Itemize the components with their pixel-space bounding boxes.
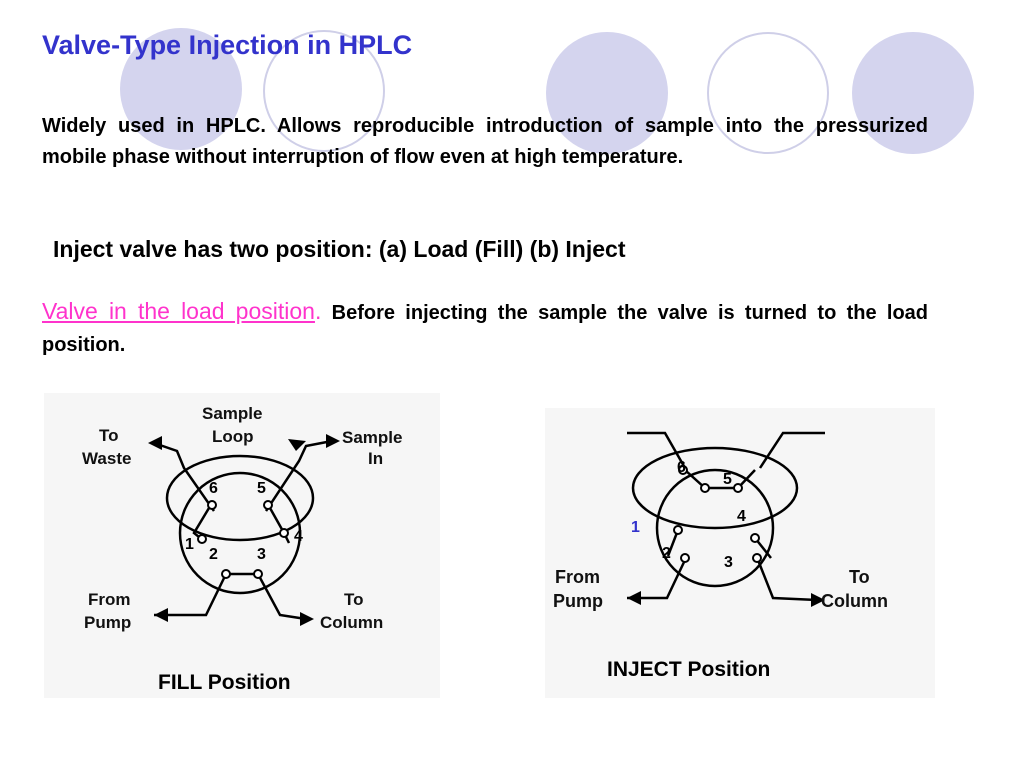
fill-position-diagram: To Waste Sample Loop Sample In From Pump… <box>44 393 440 698</box>
slide-title: Valve-Type Injection in HPLC <box>42 30 413 60</box>
inject-port-1: 1 <box>631 519 640 536</box>
inject-port-6: 6 <box>677 459 686 476</box>
fill-sample-in-line <box>264 439 333 512</box>
load-position-heading: Valve in the load position <box>42 298 315 324</box>
inject-port-2: 2 <box>662 545 671 562</box>
inject-top-right-line <box>758 431 825 469</box>
inject-caption: INJECT Position <box>607 658 770 681</box>
fill-from-pump-label-2: Pump <box>84 613 131 632</box>
load-position-text: Before injecting the sample the valve is… <box>42 302 928 356</box>
inject-top-left-line <box>627 431 687 469</box>
fill-caption: FILL Position <box>158 671 291 694</box>
fill-pump-line <box>154 573 228 617</box>
fill-to-column-label-1: To <box>344 590 364 609</box>
fill-port-6: 6 <box>209 480 218 497</box>
inject-sample-loop <box>631 446 799 530</box>
fill-sample-in-label-1: Sample <box>342 428 402 447</box>
fill-port-3: 3 <box>257 546 266 563</box>
fill-port-1: 1 <box>185 536 194 553</box>
inject-from-pump-label-1: From <box>555 567 600 587</box>
fill-diagram-svg: To Waste Sample Loop Sample In From Pump… <box>82 404 402 694</box>
decor-circle-3 <box>852 32 974 154</box>
fill-to-waste-label-1: To <box>99 426 119 445</box>
inject-valve-body <box>655 468 775 588</box>
decor-ring-1 <box>263 30 385 152</box>
inject-pump-line <box>627 559 687 600</box>
fill-port-5: 5 <box>257 480 266 497</box>
intro-paragraph: Widely used in HPLC. Allows reproducible… <box>42 115 928 168</box>
fill-sample-loop-label-2: Loop <box>212 427 254 446</box>
fill-to-waste-label-2: Waste <box>82 449 131 468</box>
inject-to-column-label-2: Column <box>821 591 888 611</box>
load-position-period: . <box>314 298 322 324</box>
fill-from-pump-label-1: From <box>88 590 131 609</box>
load-position-paragraph: Valve in the load position. Before injec… <box>42 295 928 361</box>
fill-sample-loop <box>165 454 315 542</box>
fill-to-column-label-2: Column <box>320 613 383 632</box>
positions-line: Inject valve has two position: (a) Load … <box>53 236 626 262</box>
inject-port-4: 4 <box>737 508 746 525</box>
fill-column-line <box>256 573 307 621</box>
inject-diagram-svg: From Pump To Column 6 5 4 1 2 3 INJECT P… <box>553 431 888 681</box>
fill-sample-in-label-2: In <box>368 449 383 468</box>
inject-position-diagram: From Pump To Column 6 5 4 1 2 3 INJECT P… <box>545 408 935 698</box>
fill-valve-body <box>178 471 302 595</box>
decor-circle-1 <box>120 28 242 150</box>
fill-port-2: 2 <box>209 546 218 563</box>
decor-ring-2 <box>707 32 829 154</box>
inject-column-line <box>756 559 818 602</box>
inject-to-column-label-1: To <box>849 567 870 587</box>
inject-port-3: 3 <box>724 554 733 571</box>
fill-port-4: 4 <box>294 528 303 545</box>
inject-port-5: 5 <box>723 471 732 488</box>
decor-circle-2 <box>546 32 668 154</box>
fill-sample-loop-label-1: Sample <box>202 404 262 423</box>
inject-from-pump-label-2: Pump <box>553 591 603 611</box>
fill-waste-line <box>153 441 216 512</box>
